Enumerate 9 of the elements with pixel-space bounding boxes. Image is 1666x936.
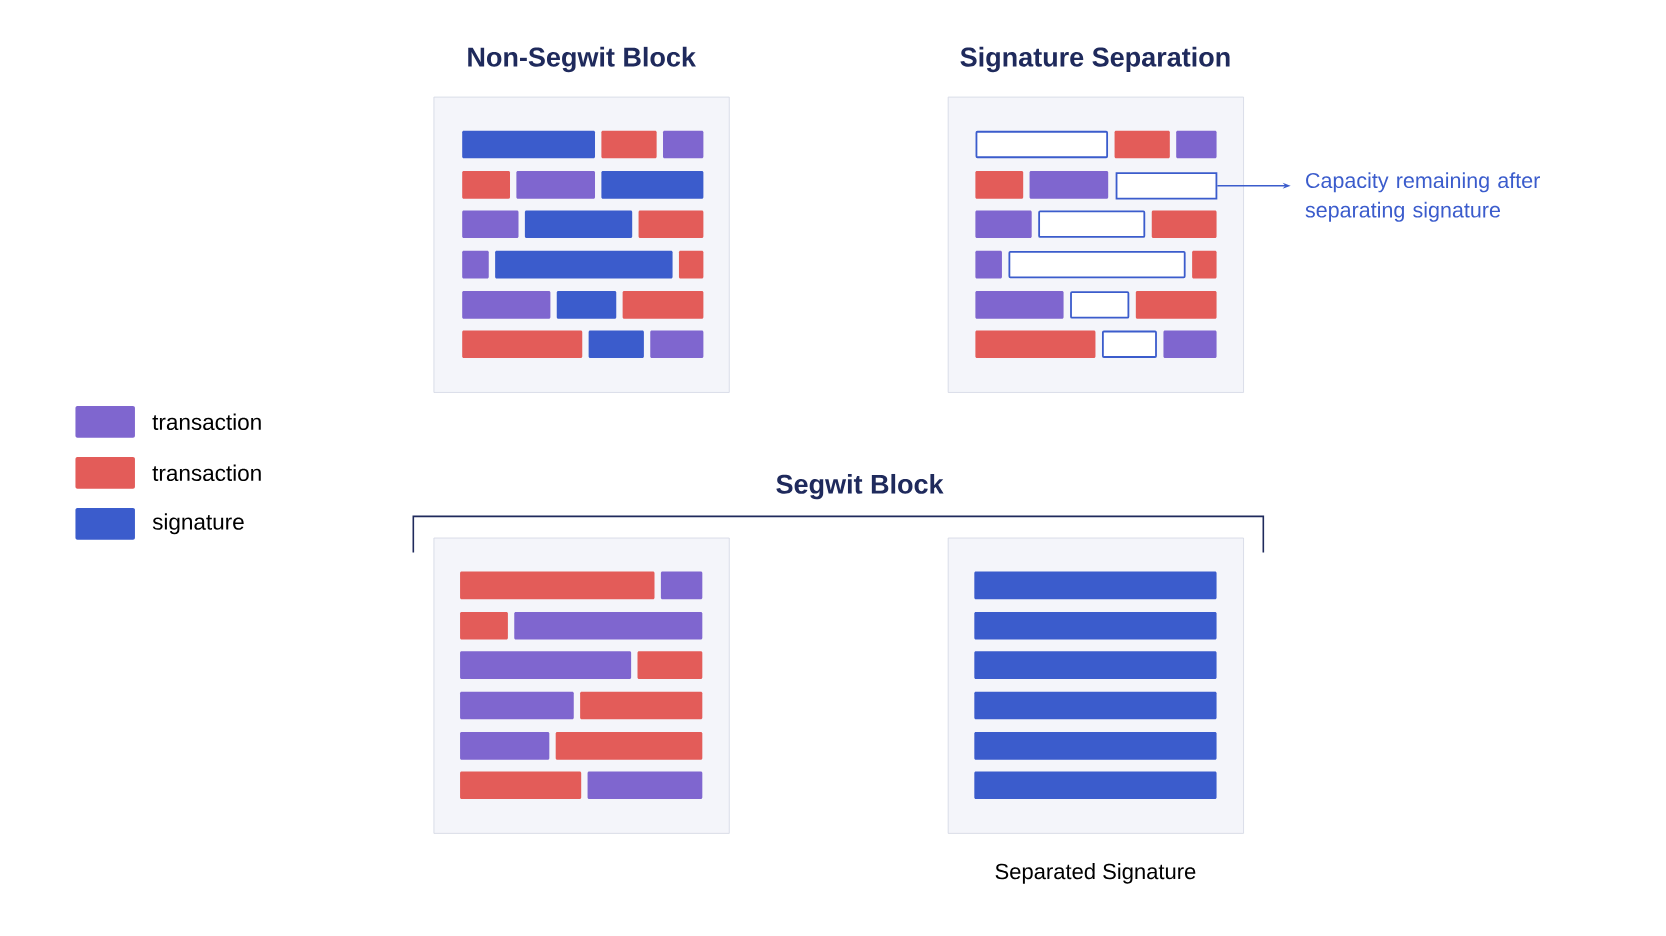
section-title: Segwit Block — [776, 473, 944, 500]
node-label: Signature Separation — [960, 46, 1230, 73]
annotation-text: Capacity remaining after separating signature — [1305, 172, 1540, 222]
empty-slot — [1115, 172, 1218, 200]
legend-label: transaction — [152, 464, 261, 482]
node-label: Non-Segwit Block — [468, 46, 696, 73]
caption-text: Separated Signature — [995, 863, 1196, 884]
legend-label: transaction — [152, 413, 261, 431]
legend-label: signature — [152, 513, 244, 535]
